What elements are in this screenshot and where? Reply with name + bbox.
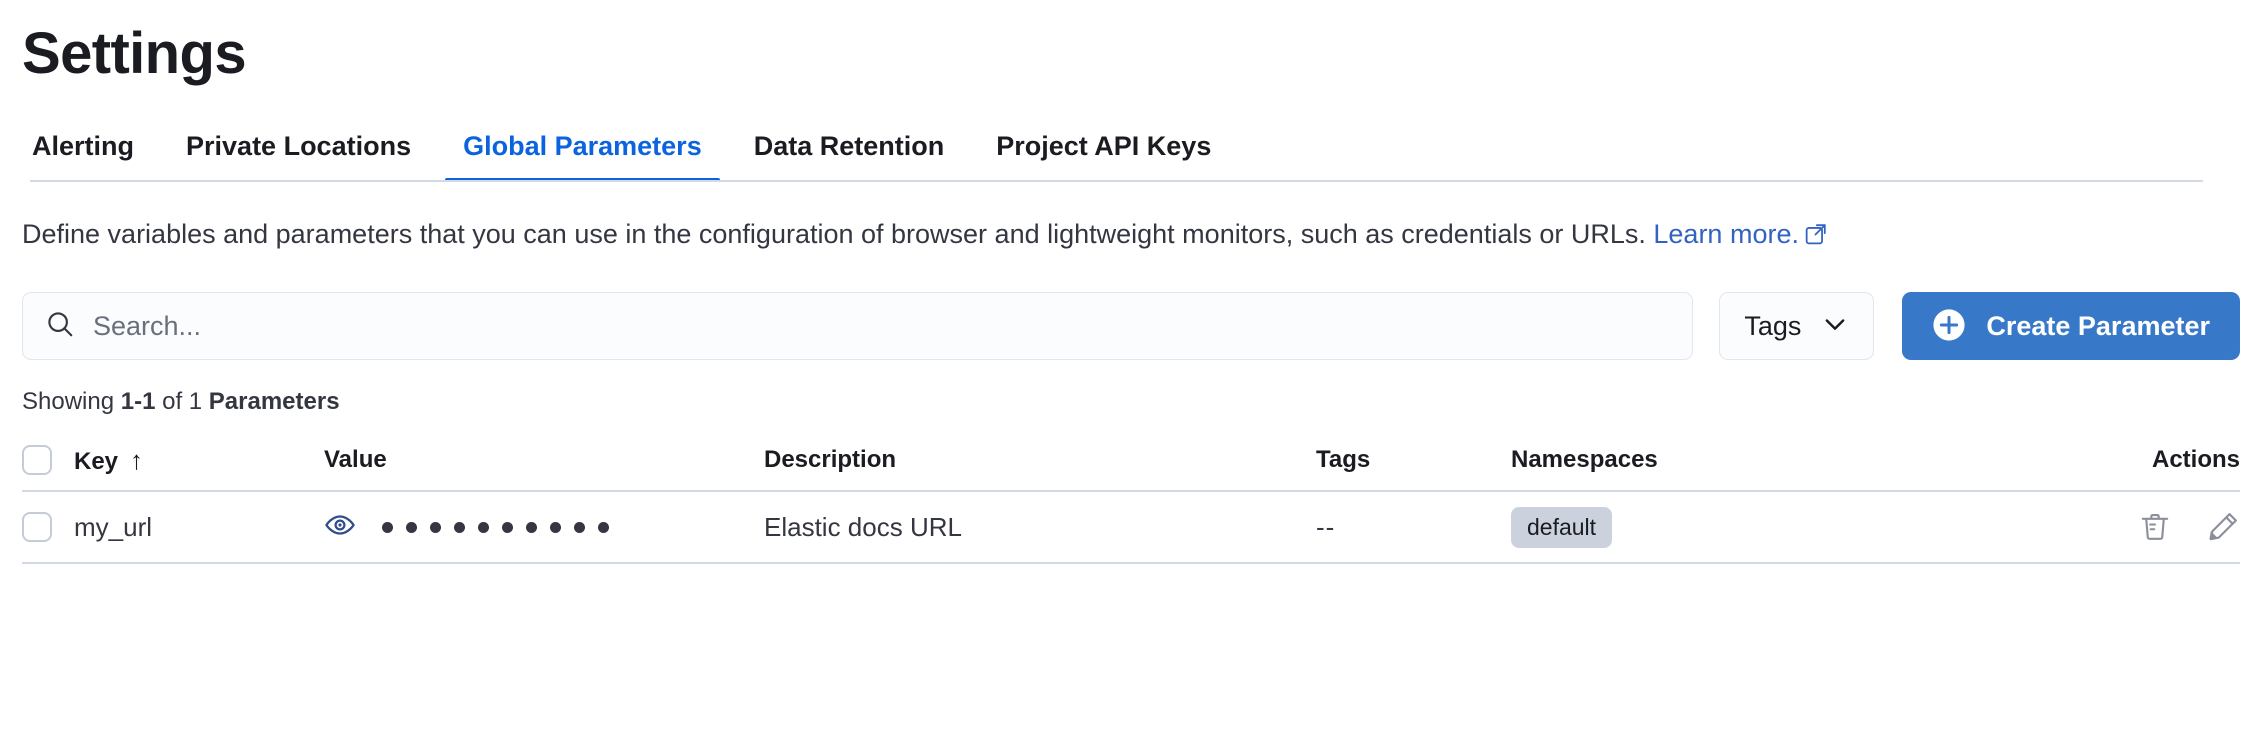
tab-private-locations[interactable]: Private Locations — [186, 131, 412, 161]
page-description: Define variables and parameters that you… — [22, 210, 2212, 260]
column-header-tags-label: Tags — [1316, 446, 1371, 473]
parameters-table: Key ↑ Value Description Tags Namespaces A… — [22, 430, 2240, 564]
tab-global-parameters[interactable]: Global Parameters — [437, 131, 728, 182]
settings-tabs: Alerting Private Locations Global Parame… — [22, 120, 2240, 182]
tab-alerting[interactable]: Alerting — [32, 131, 135, 161]
results-count: Showing 1-1 of 1 Parameters — [22, 388, 2240, 416]
mask-dot — [406, 521, 417, 533]
row-select-checkbox[interactable] — [22, 512, 52, 542]
mask-dot — [550, 521, 561, 533]
column-header-description: Description — [764, 446, 1316, 474]
column-header-tags: Tags — [1316, 446, 1511, 474]
namespace-badge: default — [1511, 506, 1613, 548]
mask-dot — [478, 521, 489, 533]
plus-circle-icon — [1932, 308, 1966, 345]
search-icon — [45, 309, 75, 344]
create-parameter-label: Create Parameter — [1986, 310, 2210, 341]
mask-dot — [526, 521, 537, 533]
create-parameter-button[interactable]: Create Parameter — [1902, 292, 2240, 360]
mask-dot — [454, 521, 465, 533]
showing-entity: Parameters — [208, 388, 340, 415]
learn-more-label: Learn more. — [1653, 219, 1799, 249]
tags-filter-button[interactable]: Tags — [1719, 292, 1875, 360]
cell-key: my_url — [74, 511, 153, 542]
eye-icon[interactable] — [324, 509, 356, 546]
showing-range: 1-1 — [120, 388, 156, 415]
column-header-description-label: Description — [764, 446, 897, 473]
cell-value — [324, 509, 764, 546]
table-header-row: Key ↑ Value Description Tags Namespaces A… — [22, 430, 2240, 492]
tab-data-retention[interactable]: Data Retention — [753, 131, 945, 161]
cell-namespaces: default — [1511, 506, 2090, 548]
tags-filter-label: Tags — [1744, 310, 1802, 341]
select-all-cell — [22, 445, 74, 475]
select-all-checkbox[interactable] — [22, 445, 52, 475]
search-input[interactable]: Search... — [22, 292, 1694, 360]
mask-dot — [574, 521, 585, 533]
column-header-value: Value — [324, 446, 764, 474]
learn-more-link[interactable]: Learn more. — [1653, 219, 1827, 249]
column-header-key-label: Key — [74, 447, 119, 475]
sort-ascending-icon: ↑ — [130, 444, 144, 475]
masked-value — [382, 521, 609, 533]
mask-dot — [430, 521, 441, 533]
column-header-actions: Actions — [2090, 446, 2240, 474]
column-header-key[interactable]: Key ↑ — [74, 445, 324, 476]
column-header-namespaces: Namespaces — [1511, 446, 2090, 474]
trash-icon[interactable] — [2138, 510, 2172, 544]
page-title: Settings — [22, 21, 247, 86]
showing-prefix: Showing — [22, 388, 121, 415]
column-header-value-label: Value — [324, 446, 387, 473]
mask-dot — [502, 521, 513, 533]
description-text: Define variables and parameters that you… — [22, 219, 1646, 249]
cell-tags: -- — [1316, 511, 1336, 542]
mask-dot — [382, 521, 393, 533]
showing-of: of 1 — [155, 388, 209, 415]
tabs-divider — [30, 180, 2203, 182]
row-select-cell — [22, 512, 74, 542]
chevron-down-icon — [1821, 310, 1849, 343]
tab-project-api-keys[interactable]: Project API Keys — [996, 131, 1212, 161]
column-header-namespaces-label: Namespaces — [1511, 446, 1658, 473]
pencil-icon[interactable] — [2206, 510, 2240, 544]
table-row: my_url — [22, 492, 2240, 564]
controls-row: Search... Tags Create Parameter — [22, 292, 2240, 360]
column-header-actions-label: Actions — [2151, 446, 2240, 473]
external-link-icon — [1805, 212, 1827, 260]
search-placeholder: Search... — [93, 310, 202, 341]
mask-dot — [598, 521, 609, 533]
cell-description: Elastic docs URL — [764, 511, 962, 542]
cell-actions — [2090, 510, 2240, 544]
